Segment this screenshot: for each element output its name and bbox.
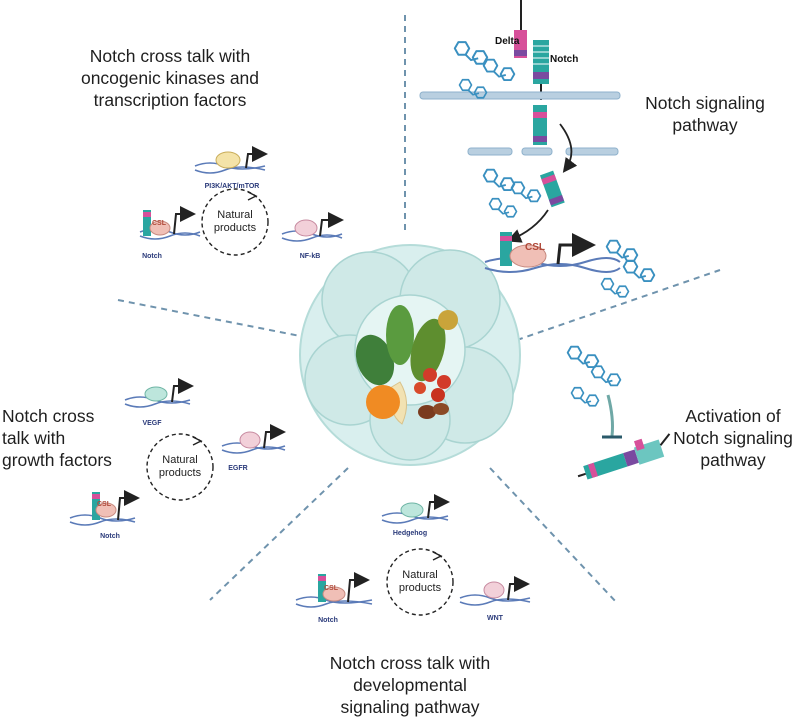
title-growth-factors: Notch cross talk with growth factors: [2, 405, 120, 471]
delta-label: Delta: [495, 36, 520, 47]
natural-products-label: products: [214, 222, 257, 234]
gene-label-top: Hedgehog: [393, 530, 427, 537]
vegetables-icon: [355, 305, 458, 425]
title-line: Notch signaling: [673, 428, 793, 448]
title-line: Notch cross: [2, 406, 95, 426]
title-line: Notch cross talk with: [329, 653, 491, 673]
natural-products-label: Natural: [402, 569, 437, 581]
activation-diagram: [566, 345, 671, 480]
divider-right: [516, 269, 721, 341]
natural-product-molecules-top: [453, 41, 656, 298]
natural-products-label: products: [159, 467, 202, 479]
membrane-middle-1: [467, 147, 513, 156]
csl-protein: [509, 244, 547, 268]
membrane-middle-3: [565, 147, 619, 156]
gene-label-right: WNT: [487, 615, 504, 622]
gene-label-left: Notch: [100, 533, 120, 540]
cycle-oncogenic: Natural products PI3K/AKT/mTOR CSL Notch…: [139, 146, 344, 260]
title-line: Notch cross talk with: [89, 46, 251, 66]
notch-signaling-diagram: Delta Notch CSL: [419, 0, 621, 273]
title-line: signaling pathway: [340, 697, 480, 717]
title-line: developmental: [353, 675, 467, 695]
title-developmental: Notch cross talk with developmental sign…: [300, 652, 520, 718]
title-activation: Activation of Notch signaling pathway: [668, 405, 798, 471]
divider-lines: [117, 15, 721, 605]
membrane-upper: [419, 91, 621, 100]
cycle-growth: Natural products VEGF CSL Notch EGFR: [69, 378, 286, 540]
divider-bottom-right: [489, 467, 619, 605]
nicd-released: [539, 170, 565, 208]
cycle-ring: [201, 188, 269, 256]
title-oncogenic-crosstalk: Notch cross talk with oncogenic kinases …: [55, 45, 285, 111]
molecule-icon: [482, 168, 516, 192]
molecule-icon: [566, 345, 600, 369]
title-line: Activation of: [685, 406, 781, 426]
csl-label: CSL: [97, 501, 112, 508]
csl-label: CSL: [324, 585, 339, 592]
title-line: talk with: [2, 428, 66, 448]
molecule-icon: [453, 41, 489, 65]
gene-label-left: Notch: [142, 253, 162, 260]
cycle-developmental: Natural products Hedgehog CSL Notch WNT: [295, 494, 531, 624]
natural-products-label: products: [399, 582, 442, 594]
title-line: pathway: [700, 450, 766, 470]
gene-label-top: VEGF: [142, 420, 162, 427]
title-line: transcription factors: [93, 90, 247, 110]
divider-left: [117, 299, 301, 337]
notch-receptor-horizontal: [577, 433, 671, 480]
title-line: oncogenic kinases and: [80, 68, 260, 88]
csl-label: CSL: [525, 242, 545, 253]
gene-label-top: PI3K/AKT/mTOR: [205, 183, 260, 190]
molecule-icon: [482, 58, 516, 82]
molecule-icon: [590, 365, 622, 387]
molecule-icon: [622, 259, 656, 283]
membrane-middle-2: [521, 147, 553, 156]
cycle-ring: [386, 548, 454, 616]
gene-label-right: EGFR: [228, 465, 247, 472]
molecule-icon: [510, 181, 542, 203]
gene-label-right: NF-kB: [300, 253, 321, 260]
molecule-icon: [488, 197, 518, 218]
molecule-icon: [570, 386, 600, 407]
inhibition-arrow: [606, 394, 614, 437]
divider-bottom-left: [209, 467, 349, 601]
cycle-ring: [146, 433, 214, 501]
title-line: Notch signaling: [645, 93, 765, 113]
natural-products-label: Natural: [162, 454, 197, 466]
title-line: pathway: [672, 115, 738, 135]
notch-label: Notch: [550, 54, 578, 65]
title-line: growth factors: [2, 450, 112, 470]
natural-products-label: Natural: [217, 209, 252, 221]
notch-csl-dna: CSL: [484, 232, 621, 273]
csl-label: CSL: [152, 220, 167, 227]
title-notch-signaling: Notch signaling pathway: [640, 92, 770, 136]
molecule-icon: [600, 277, 630, 298]
gene-label-left: Notch: [318, 617, 338, 624]
